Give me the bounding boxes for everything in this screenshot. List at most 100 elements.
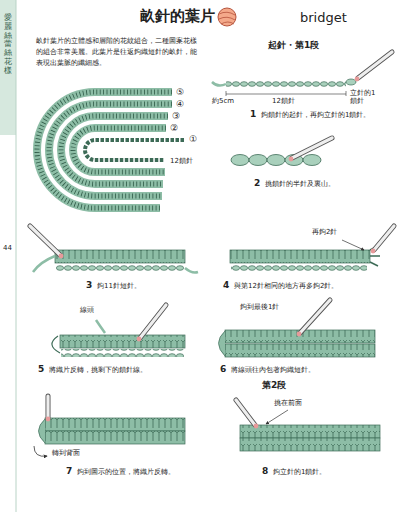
- section-heading: 第2段: [262, 380, 286, 391]
- step5-drawing: [52, 305, 185, 357]
- title-icon-part: [218, 8, 236, 26]
- step3-drawing-part: [33, 256, 55, 272]
- step8-drawing-part: [240, 438, 380, 451]
- step8-drawing-part: [240, 425, 380, 438]
- step5-drawing-part: [61, 349, 184, 357]
- step-number: 5: [38, 364, 44, 375]
- step-caption: 鉤鎖針的起針，再鉤立針的1鎖針。: [261, 111, 370, 119]
- step4-drawing: [230, 226, 394, 272]
- stitch-chart-part: [49, 104, 172, 196]
- step-caption: 將織片反轉，挑剩下的鎖針線。: [49, 366, 147, 374]
- stitch-chart-part: [73, 128, 166, 172]
- stitch-note: 挑在前面: [274, 399, 302, 407]
- step-caption: 挑鎖針的半針及裏山。: [265, 180, 335, 188]
- step1-drawing-part: [358, 52, 392, 78]
- step-number: 4: [223, 280, 229, 291]
- step-caption: 鉤立針的1鎖針。: [273, 468, 326, 476]
- step6-drawing-part: [300, 300, 330, 333]
- side-strip: [0, 0, 16, 512]
- row-number: ④: [176, 99, 184, 110]
- title-icon-part: [219, 12, 235, 24]
- step3-drawing-part: [30, 226, 60, 255]
- step2-drawing: [231, 138, 332, 166]
- step6-drawing-part: [219, 331, 226, 356]
- step-number: 8: [262, 466, 268, 477]
- step1-drawing-part: [346, 91, 347, 96]
- stitch-chart-part: [37, 92, 172, 208]
- step6-drawing-part: [300, 300, 330, 333]
- step7-drawing-part: [34, 446, 47, 456]
- page-number: 44: [3, 244, 12, 252]
- step7-drawing-part: [45, 431, 185, 444]
- step2-drawing-part: [249, 155, 267, 166]
- step1-drawing-part: [346, 79, 356, 85]
- step-caption: 將線頭往內包著鉤織短針。: [231, 366, 315, 374]
- step3-drawing-part: [56, 264, 184, 272]
- step6-drawing-part: [225, 344, 375, 357]
- step7-drawing: [34, 396, 185, 456]
- step8-drawing-part: [266, 410, 288, 424]
- chain-count: 12鎖針: [170, 157, 193, 165]
- step4-drawing-part: [231, 264, 367, 272]
- step8-drawing: [236, 400, 380, 451]
- dimension: 約5cm: [212, 97, 234, 105]
- step1-drawing-part: [226, 80, 346, 88]
- step-caption: 鉤到圖示的位置，將織片反轉。: [77, 468, 175, 476]
- row-number: ③: [172, 111, 180, 122]
- step7-drawing-part: [46, 396, 49, 418]
- row-number: ⑤: [176, 87, 184, 98]
- step8-drawing-part: [254, 424, 259, 429]
- step5-drawing-part: [60, 335, 185, 348]
- stitch-chart-part: [61, 116, 168, 184]
- step2-drawing-part: [292, 138, 332, 158]
- intro-text: 畝針葉片的立體感和層階的花紋組合，二種圖案花樣的組合非常美麗。此葉片是往返鉤織短…: [36, 36, 201, 69]
- step3-drawing-part: [30, 226, 60, 255]
- watermark: bridget: [300, 10, 347, 26]
- stitch-note: 線頭: [80, 306, 94, 314]
- stitch-note: 轉到背面: [52, 449, 80, 457]
- step2-drawing-part: [231, 155, 249, 166]
- step1-drawing-part: [226, 91, 227, 96]
- step5-drawing-part: [52, 336, 60, 353]
- stitch-chart-part: [49, 104, 172, 196]
- title-icon: [218, 8, 236, 26]
- step4-drawing-part: [342, 240, 364, 250]
- step2-drawing-part: [292, 138, 332, 158]
- step-number: 3: [86, 280, 92, 291]
- row-number: ①: [189, 134, 197, 145]
- step7-drawing-part: [46, 396, 51, 418]
- step7-drawing-part: [46, 417, 51, 422]
- step7-drawing-part: [39, 419, 46, 443]
- step2-drawing-part: [289, 157, 294, 162]
- step2-drawing-part: [267, 155, 285, 166]
- stitch-chart-part: [37, 92, 172, 208]
- side-title: 愛麗絲蕾絲花樣: [4, 14, 12, 76]
- step5-drawing-part: [140, 305, 166, 338]
- stitch-note: 立針的1鎖針: [350, 89, 377, 106]
- step8-drawing-part: [236, 400, 255, 425]
- step-number: 6: [220, 364, 226, 375]
- stitch-chart: [37, 92, 184, 208]
- step4-drawing-part: [374, 226, 394, 250]
- step5-drawing-part: [140, 305, 166, 338]
- stitch-chart-part: [73, 128, 166, 172]
- stitch-note: 再鉤2針: [312, 228, 337, 236]
- side-strip-part: [0, 0, 16, 135]
- step6-drawing-part: [297, 332, 302, 337]
- step3-drawing-part: [55, 250, 185, 263]
- step5-drawing-part: [96, 320, 105, 333]
- step4-drawing-part: [371, 249, 376, 254]
- row-number: ②: [170, 123, 178, 134]
- step6-drawing: [219, 300, 376, 357]
- stitch-chart-part: [61, 116, 168, 184]
- stitch-note: 鉤到最後1針: [240, 303, 279, 311]
- step-number: 7: [66, 466, 72, 477]
- step4-drawing-part: [374, 226, 394, 250]
- step-caption: 鉤11針短針。: [97, 282, 141, 290]
- step5-drawing-part: [137, 337, 142, 342]
- step6-drawing-part: [225, 330, 375, 343]
- step1-drawing-part: [355, 77, 360, 82]
- step2-drawing-part: [303, 155, 321, 166]
- step-number: 1: [250, 109, 256, 120]
